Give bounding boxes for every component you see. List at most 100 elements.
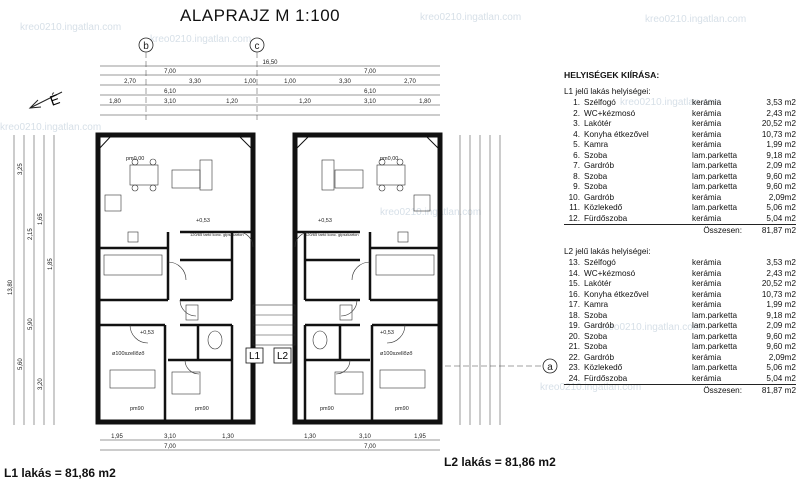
room-floor: kerámia (692, 268, 722, 278)
room-name: Kamra (584, 140, 609, 149)
unit-label-l2: L2 (277, 351, 289, 362)
section-title-l1: L1 jelű lakás helyiségei: (564, 86, 651, 96)
room-row: 2. WC+kézmosó kerámia 2,43 m2 (564, 109, 796, 120)
room-name: Közlekedő (584, 203, 623, 212)
room-floor: kerámia (692, 119, 722, 128)
room-level-label: pm90 (320, 406, 334, 412)
dim-side: 1,65 (38, 213, 44, 225)
room-name: Szoba (584, 182, 608, 191)
room-name: Lakótér (584, 119, 612, 128)
room-name: Kamra (584, 300, 609, 309)
room-level-label: +0,53 (140, 330, 154, 336)
section-title-l2: L2 jelű lakás helyiségei: (564, 246, 651, 256)
room-name: Szoba (584, 150, 608, 160)
sewer-label: ø100szellőző (112, 351, 144, 357)
dim-top-row2: 1,00 (284, 79, 296, 85)
left-dimension-lines (13, 135, 55, 425)
room-floor: kerámia (692, 352, 722, 362)
room-schedule-heading: HELYISÉGEK KIÍRÁSA: (564, 70, 660, 80)
room-area: 2,43 m2 (766, 108, 796, 118)
room-area: 20,52 m2 (761, 119, 796, 128)
summary-l1: L1 lakás = 81,86 m2 (4, 466, 116, 480)
dim-side: 5,60 (18, 358, 24, 370)
room-name: WC+kézmosó (584, 108, 636, 118)
room-no: 4. (573, 129, 580, 139)
room-level-label: +0,53 (196, 218, 210, 224)
total-value: 81,87 m2 (761, 226, 796, 235)
room-level-label: +0,53 (380, 330, 394, 336)
door-swings (129, 231, 406, 375)
room-floor: kerámia (692, 98, 722, 107)
room-name: Lakótér (584, 279, 612, 288)
bottom-dimension-lines (100, 439, 440, 451)
room-no: 11. (569, 203, 580, 212)
room-area: 9,60 m2 (766, 342, 796, 351)
closet-label: 120/65 tartó konc. gipszkarton (305, 232, 359, 237)
axis-marker-b: b (143, 41, 149, 52)
room-area: 9,18 m2 (766, 310, 796, 320)
room-floor: kerámia (692, 129, 722, 139)
dim-top-row2: 3,30 (339, 79, 351, 85)
top-dimension-labels: 16,50 7,00 7,00 2,70 3,30 1,00 1,00 3,30… (109, 60, 431, 105)
room-no: 18. (568, 310, 580, 320)
dim-side: 1,85 (48, 258, 54, 270)
room-no: 2. (573, 108, 580, 118)
watermark: kreo0210.ingatlan.com (420, 12, 521, 23)
room-no: 7. (573, 161, 580, 170)
dim-top-row3: 6,10 (364, 89, 376, 95)
room-area: 1,99 m2 (766, 300, 796, 309)
interior-walls-l2 (295, 230, 440, 422)
closet-label: 120/65 tartó konc. gipszkarton (190, 232, 244, 237)
dim-top-row2: 2,70 (124, 79, 136, 85)
room-no: 9. (573, 182, 580, 191)
right-dimension-lines (459, 135, 501, 425)
room-floor: lam.parketta (692, 342, 738, 351)
sewer-label: ø100szellőző (380, 351, 412, 357)
room-floor: kerámia (692, 108, 722, 118)
room-floor: kerámia (692, 279, 722, 288)
room-area: 9,18 m2 (766, 150, 796, 160)
room-area: 2,09m2 (768, 352, 796, 362)
room-area: 1,99 m2 (766, 140, 796, 149)
room-no: 20. (568, 331, 580, 341)
room-no: 17. (568, 300, 580, 309)
room-level-label: pm90 (130, 406, 144, 412)
top-dimension-lines (100, 65, 440, 116)
room-name: Szoba (584, 331, 608, 341)
room-name: Konyha étkezővel (584, 289, 649, 299)
dim-side: 13,80 (8, 279, 14, 295)
dim-bottom-row1: 3,10 (164, 434, 176, 440)
room-level-label: pm90 (195, 406, 209, 412)
room-level-label: pm0,00 (126, 156, 144, 162)
room-floor: kerámia (692, 300, 722, 309)
room-level-label: pm90 (395, 406, 409, 412)
left-dimension-labels: 3,25 2,15 1,65 3,20 13,80 5,90 1,85 5,60 (8, 163, 54, 390)
watermark: kreo0210.ingatlan.com (380, 207, 481, 218)
room-area: 2,09 m2 (766, 161, 796, 170)
dim-side: 3,20 (38, 378, 44, 390)
watermark: kreo0210.ingatlan.com (0, 122, 101, 133)
dim-top-row2: 2,70 (404, 79, 416, 85)
room-name: Gardrób (584, 161, 615, 170)
room-name: Szoba (584, 171, 608, 181)
dim-bottom-row1: 1,95 (111, 434, 123, 440)
room-area: 9,60 m2 (766, 171, 796, 181)
dim-top-row2: 3,30 (189, 79, 201, 85)
watermark: kreo0210.ingatlan.com (645, 14, 746, 25)
dim-top-half: 7,00 (164, 69, 176, 75)
room-name: Gardrób (584, 192, 615, 202)
watermark: kreo0210.ingatlan.com (20, 22, 121, 33)
room-floor: kerámia (692, 140, 722, 149)
total-value: 81,87 m2 (761, 386, 796, 395)
room-schedule: HELYISÉGEK KIÍRÁSA: L1 jelű lakás helyis… (564, 70, 796, 407)
room-area: 5,04 m2 (752, 213, 796, 225)
room-no: 10. (568, 192, 580, 202)
room-floor: lam.parketta (692, 161, 738, 170)
